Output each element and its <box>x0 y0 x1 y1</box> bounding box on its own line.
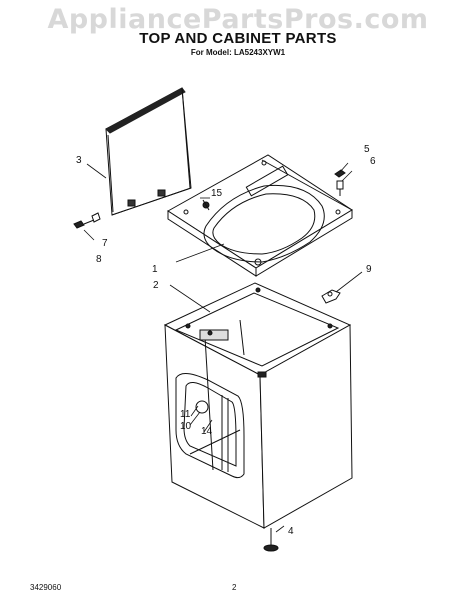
cabinet-part <box>163 282 353 529</box>
screw-part-5-6 <box>334 169 346 196</box>
callout-4: 4 <box>288 526 294 537</box>
screw-part-15 <box>202 199 210 211</box>
lid-part <box>105 87 192 216</box>
callout-9: 9 <box>366 264 372 275</box>
callout-10: 10 <box>180 421 192 432</box>
page-title: TOP AND CABINET PARTS <box>139 30 337 47</box>
watermark: AppliancePartsPros.com <box>47 4 429 35</box>
leveling-leg-part <box>263 528 279 552</box>
callout-6: 6 <box>370 156 376 167</box>
top-frame-part <box>167 154 353 277</box>
callout-8: 8 <box>96 254 102 265</box>
callout-11: 11 <box>180 409 191 420</box>
page-number: 2 <box>232 583 237 592</box>
callout-3: 3 <box>76 155 82 166</box>
model-subtitle: For Model: LA5243XYW1 <box>190 48 286 57</box>
callout-5: 5 <box>364 144 370 155</box>
callout-1: 1 <box>152 264 158 275</box>
screw-part-7-8 <box>73 212 101 229</box>
clip-part-9 <box>321 289 341 304</box>
callout-2: 2 <box>153 280 159 291</box>
leader-lines <box>83 162 363 533</box>
callout-15: 15 <box>211 188 223 199</box>
callout-labels: 3 15 5 6 7 8 1 2 9 11 10 14 4 <box>76 144 376 537</box>
callout-14: 14 <box>201 426 213 437</box>
document-number: 3429060 <box>30 583 62 592</box>
callout-7: 7 <box>102 238 108 249</box>
